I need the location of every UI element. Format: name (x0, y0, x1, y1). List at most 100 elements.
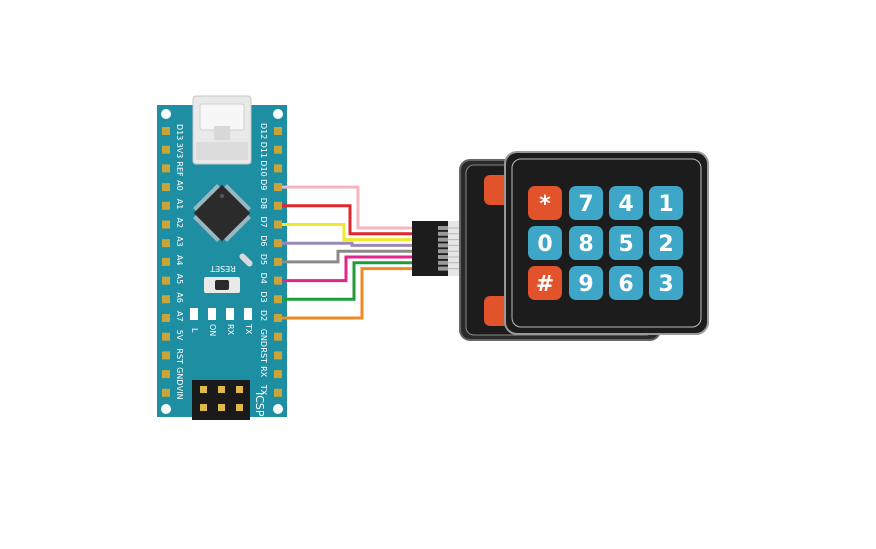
key-label: 1 (658, 192, 673, 217)
pin-d10 (274, 164, 282, 173)
pin-d13 (162, 127, 170, 135)
mounting-hole (273, 404, 283, 414)
wire-d7 (282, 223, 414, 242)
mounting-hole (161, 404, 171, 414)
pin-label: D6 (259, 235, 268, 246)
pin-d11 (274, 145, 282, 154)
pin-label: RST (259, 347, 268, 363)
led-indicators: L ON RX TX (190, 308, 253, 336)
icsp-header: ICSP (192, 380, 266, 420)
jumper-wires (282, 185, 414, 320)
pin-label: D11 (259, 142, 268, 158)
key-9[interactable]: 9 (569, 266, 603, 300)
wire-d5 (282, 249, 414, 264)
key-star[interactable]: * (528, 186, 562, 220)
key-label: 8 (578, 232, 593, 257)
pin-label: A3 (175, 236, 184, 247)
pin-rst (162, 351, 170, 360)
key-label: 5 (618, 232, 633, 257)
pin-label: VIN (175, 386, 184, 400)
key-0[interactable]: 0 (528, 226, 562, 260)
pin-label: D8 (259, 198, 268, 209)
wire-d2 (282, 267, 414, 320)
key-3[interactable]: 3 (649, 266, 683, 300)
microcontroller-chip (193, 184, 251, 242)
pin-label: 3V3 (175, 143, 184, 159)
reset-button[interactable] (204, 277, 240, 293)
key-label: 9 (578, 272, 593, 297)
pin-label: D13 (175, 124, 184, 140)
key-label: 2 (658, 232, 673, 257)
pin-a6 (162, 295, 170, 304)
key-label: 6 (618, 272, 633, 297)
pin-a4 (162, 257, 170, 266)
mounting-hole (161, 109, 171, 119)
key-1[interactable]: 1 (649, 186, 683, 220)
pin-label: D3 (259, 291, 268, 302)
key-label: 0 (537, 232, 552, 257)
led-label-l: L (190, 328, 199, 333)
pin-label: D9 (259, 179, 268, 190)
pin-3v3 (162, 145, 170, 154)
pin-d8 (274, 201, 282, 210)
pin-d7 (274, 220, 282, 229)
pin-label: A5 (175, 274, 184, 285)
pin-gnd (162, 370, 170, 379)
pin-label: D5 (259, 254, 268, 265)
key-label: 4 (618, 192, 633, 217)
wire-d4 (282, 255, 414, 283)
key-7[interactable]: 7 (569, 186, 603, 220)
pin-label: A6 (175, 292, 184, 303)
pin-ref (162, 164, 170, 173)
pin-label: A4 (175, 255, 184, 266)
pin-label: D2 (259, 310, 268, 321)
key-6[interactable]: 6 (609, 266, 643, 300)
wire-d8 (282, 204, 414, 236)
pin-vin (162, 388, 170, 397)
pin-label: GND (259, 329, 268, 347)
pin-label: TX (259, 384, 268, 396)
pin-a5 (162, 276, 170, 285)
pin-label: RX (259, 366, 268, 378)
pin-5v (162, 332, 170, 341)
key-2[interactable]: 2 (649, 226, 683, 260)
pin-label: REF (175, 161, 184, 177)
pin-a1 (162, 201, 170, 210)
icsp-label: ICSP (253, 392, 266, 417)
pin-label: 5V (175, 330, 184, 341)
key-8[interactable]: 8 (569, 226, 603, 260)
pin-rst (274, 351, 282, 360)
pin-label: RST (175, 348, 184, 364)
pin-gnd (274, 332, 282, 341)
key-label: * (539, 192, 551, 217)
pin-a3 (162, 239, 170, 248)
pin-label: A7 (175, 311, 184, 322)
led-label-on: ON (208, 324, 217, 336)
pin-label: A2 (175, 218, 184, 229)
key-5[interactable]: 5 (609, 226, 643, 260)
pin-label: D12 (259, 123, 268, 139)
reset-label: RESET (210, 264, 236, 273)
pin-d4 (274, 276, 282, 285)
key-hash[interactable]: # (528, 266, 562, 300)
led-label-tx: TX (244, 323, 253, 335)
pin-rx (274, 370, 282, 379)
mounting-hole (273, 109, 283, 119)
wire-d9 (282, 185, 414, 230)
key-label: 7 (578, 192, 593, 217)
key-4[interactable]: 4 (609, 186, 643, 220)
pin-d3 (274, 295, 282, 304)
pin-d5 (274, 257, 282, 266)
pin-label: D4 (259, 273, 268, 284)
crystal-oscillator (239, 253, 253, 267)
led-label-rx: RX (226, 324, 235, 336)
wire-d6 (282, 241, 414, 247)
pin-label: A1 (175, 199, 184, 210)
pin-label: D10 (259, 160, 268, 176)
pin-a0 (162, 183, 170, 192)
pin-d2 (274, 314, 282, 322)
